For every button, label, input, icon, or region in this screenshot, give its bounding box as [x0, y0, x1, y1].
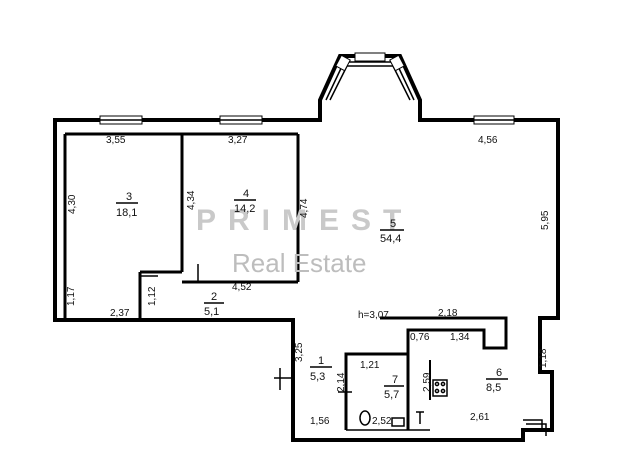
dimension-label: 3,27	[228, 135, 248, 146]
shower-icon	[416, 411, 424, 424]
room-number: 7	[392, 374, 398, 386]
room-number: 1	[318, 355, 324, 367]
room-area: 14,2	[234, 203, 255, 215]
dimension-label: 5,95	[540, 210, 551, 230]
room-number: 5	[390, 218, 396, 230]
room-area: 5,7	[384, 389, 399, 401]
window	[354, 52, 386, 62]
dimension-label: 1,18	[538, 348, 549, 368]
dimension-label: 3,55	[106, 135, 126, 146]
room-area: 8,5	[486, 382, 501, 394]
dimension-label: 2,52	[372, 416, 392, 427]
toilet-icon	[359, 410, 371, 426]
dimension-label: 2,61	[470, 412, 490, 423]
room-number: 6	[496, 367, 502, 379]
room-number: 4	[243, 188, 249, 200]
room-number: 3	[126, 191, 132, 203]
bay-window	[325, 61, 415, 101]
dimension-label: 1,21	[360, 360, 380, 371]
dimension-label: 1,34	[450, 332, 470, 343]
window	[335, 54, 351, 72]
room-area: 5,3	[310, 371, 325, 383]
dimension-label: 1,17	[66, 286, 77, 306]
dimension-label: 4,34	[186, 190, 197, 210]
window	[389, 54, 405, 72]
room-number: 2	[211, 291, 217, 303]
room-area: 54,4	[380, 233, 401, 245]
outer-wall	[53, 54, 560, 442]
dimension-label: 2,18	[438, 308, 458, 319]
dimension-label: 3,25	[294, 342, 305, 362]
dimension-label: 1,12	[147, 286, 158, 306]
dimension-label: 1,56	[310, 416, 330, 427]
dimension-label: 4,30	[67, 194, 78, 214]
sink-icon	[391, 417, 405, 427]
dimension-label: 2,59	[422, 372, 433, 392]
dimension-label: 4,74	[299, 198, 310, 218]
dimension-label: 2,37	[110, 308, 130, 319]
dimension-label: 2,14	[336, 372, 347, 392]
watermark-logo: PRIMEST	[196, 204, 413, 237]
watermark-subtitle: Real Estate	[232, 248, 366, 278]
dimension-label: h=3,07	[358, 310, 389, 321]
stove-icon	[432, 379, 448, 397]
dimension-label: 4,56	[478, 135, 498, 146]
dimension-label: 0,76	[410, 332, 430, 343]
dimension-label: 4,52	[232, 282, 252, 293]
room-area: 5,1	[204, 306, 219, 318]
room-area: 18,1	[116, 207, 137, 219]
